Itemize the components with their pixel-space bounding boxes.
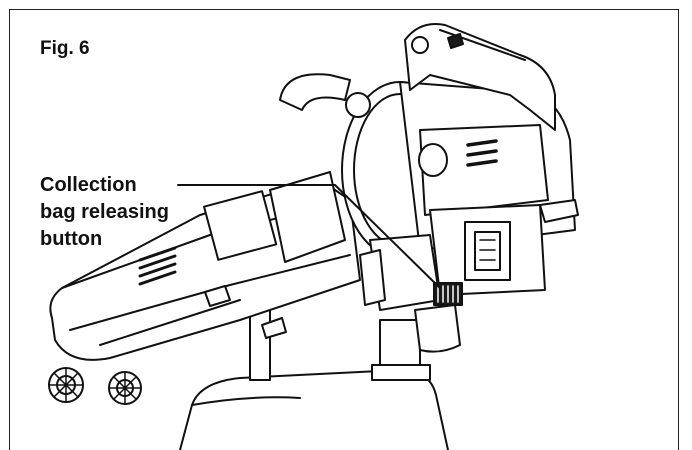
auxiliary-handle: [279, 73, 371, 118]
lower-body: [359, 234, 461, 353]
callout-line-2: bag releasing: [40, 201, 169, 223]
blower-tube: [49, 171, 361, 361]
top-handle: [404, 23, 556, 131]
support-post: [249, 304, 431, 381]
collection-bag: [179, 369, 449, 450]
wheel-left: [48, 367, 84, 403]
callout-line-3: button: [40, 228, 103, 250]
collection-bag-release-button: [433, 282, 463, 306]
figure-label: Fig. 6: [40, 38, 90, 59]
battery-compartment: [429, 199, 579, 296]
callout-label: Collection bag releasing button: [40, 172, 190, 253]
motor-housing: [341, 81, 576, 259]
wheel-right: [108, 371, 142, 405]
callout-leader-line: [177, 184, 441, 289]
figure-frame: [9, 9, 679, 450]
callout-line-1: Collection: [40, 174, 137, 196]
